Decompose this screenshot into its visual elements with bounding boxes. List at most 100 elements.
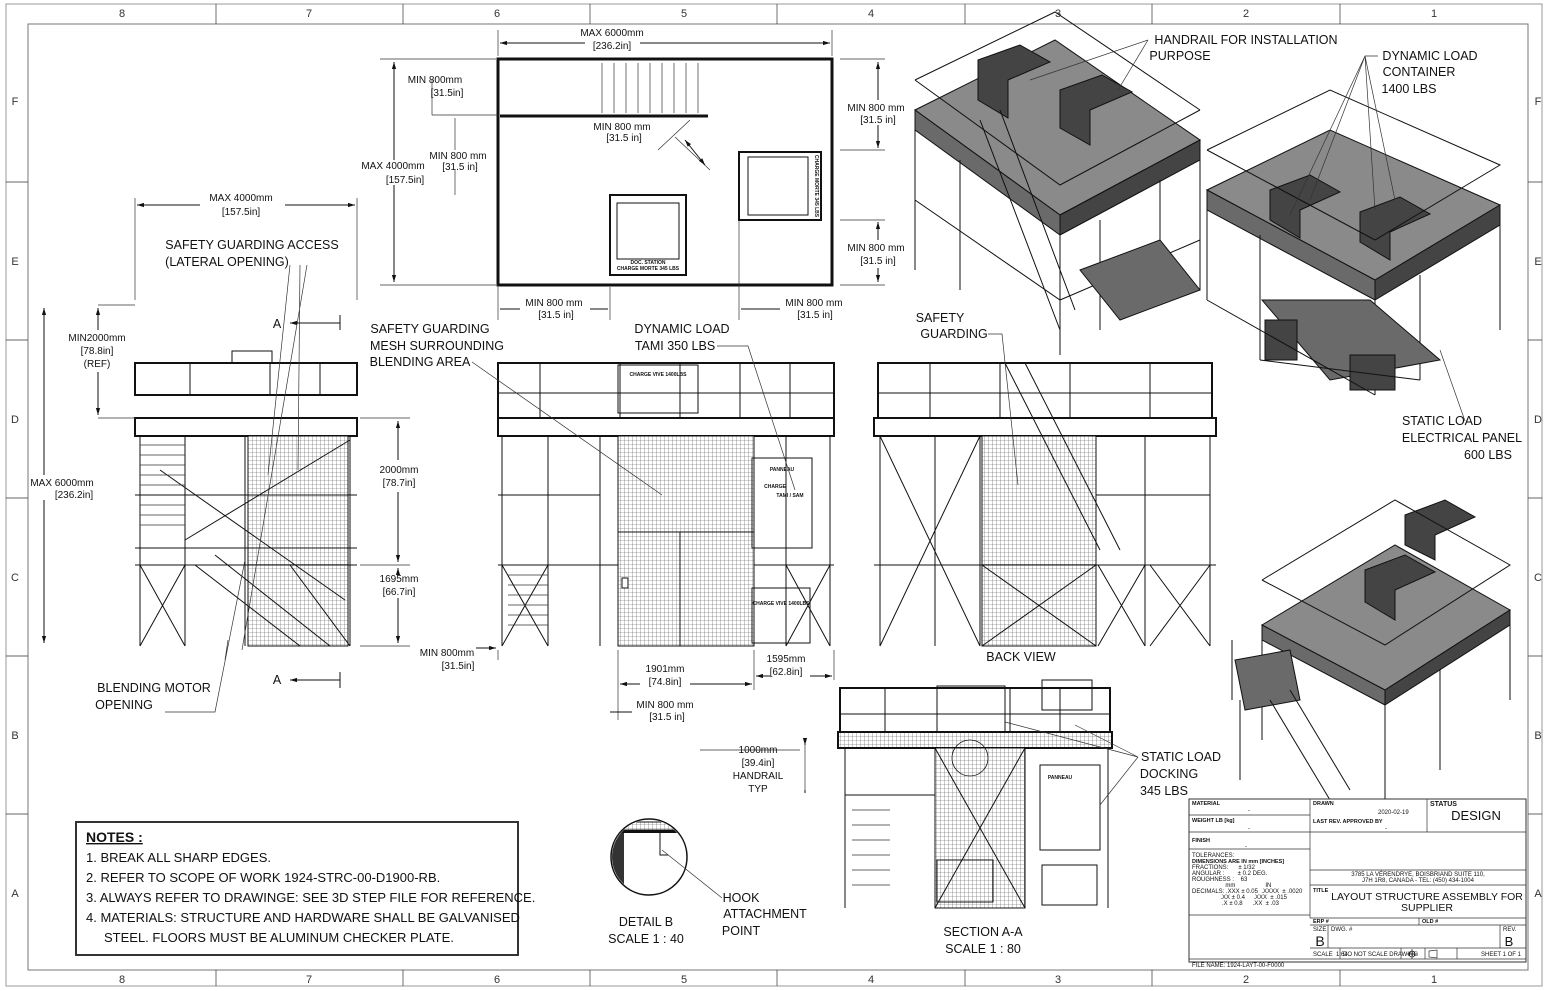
callout-text: PURPOSE bbox=[1149, 49, 1210, 63]
tolerance-line: .XX ± 0.4 .XXX ± .015 bbox=[1192, 895, 1288, 901]
platform-deck bbox=[134, 417, 358, 437]
stair-treads bbox=[601, 63, 699, 113]
row-label: D bbox=[1534, 414, 1542, 426]
dim-text: [157.5in] bbox=[386, 175, 425, 186]
tag-text: CHARGE VIVE 1400LBS bbox=[753, 601, 811, 607]
callout-text: CONTAINER bbox=[1383, 65, 1456, 79]
dim-text: [74.8in] bbox=[649, 677, 682, 688]
size-label: SIZE bbox=[1313, 927, 1326, 933]
dim-text: [31.5 in] bbox=[442, 162, 478, 173]
callout-text: SAFETY bbox=[916, 311, 965, 325]
dim-text: [31.5 in] bbox=[538, 310, 574, 321]
column-label: 6 bbox=[494, 974, 500, 986]
row-label: A bbox=[11, 888, 19, 900]
view-scale: SCALE 1 : 40 bbox=[608, 932, 684, 946]
section-marker: A bbox=[273, 317, 282, 331]
column-label: 5 bbox=[681, 974, 687, 986]
column-label: 3 bbox=[1055, 974, 1061, 986]
dim-text: TYP bbox=[748, 784, 768, 795]
iso-view-1 bbox=[914, 11, 1201, 355]
dock-station-right bbox=[738, 151, 822, 221]
column-label: 2 bbox=[1243, 974, 1249, 986]
callout-text: 600 LBS bbox=[1464, 448, 1512, 462]
dim-text: [236.2in] bbox=[593, 41, 632, 52]
view-title: BACK VIEW bbox=[986, 650, 1056, 664]
dim-text: MAX 6000mm bbox=[30, 478, 93, 489]
row-label: E bbox=[11, 256, 18, 268]
callout-text: BLENDING AREA bbox=[370, 355, 471, 369]
erp-label: ERP # bbox=[1313, 919, 1329, 925]
plan-view: DOC. STATION CHARGE MORTE 345 LBS CHARGE… bbox=[361, 28, 904, 321]
row-label: A bbox=[1534, 888, 1542, 900]
callout-text: TAMI 350 LBS bbox=[635, 339, 715, 353]
section-a-a: PANNEAU 1000mm [39.4in] HANDRAIL TYP STA… bbox=[700, 679, 1221, 956]
drawn-label: DRAWN bbox=[1313, 801, 1334, 807]
address-line: 3785 LA VÉRENDRYE, BOISBRIAND SUITE 110, bbox=[1351, 871, 1485, 878]
dim-text: MIN 800 mm bbox=[847, 243, 904, 254]
panel-text: TAMI / SAM bbox=[776, 493, 803, 499]
dock-label: CHARGE MORTE 345 LBS bbox=[813, 155, 819, 218]
detail-b-marker bbox=[951, 739, 989, 777]
row-label: E bbox=[1534, 256, 1541, 268]
dim-text: 1695mm bbox=[380, 574, 419, 585]
dock-label: CHARGE MORTE 345 LBS bbox=[617, 266, 680, 272]
row-label: C bbox=[11, 572, 19, 584]
dim-text: [31.5in] bbox=[442, 661, 475, 672]
panel-text: CHARGE bbox=[764, 484, 786, 490]
dim-text: [31.5in] bbox=[431, 88, 464, 99]
column-label: 6 bbox=[494, 8, 500, 20]
drawing-title: SUPPLIER bbox=[1401, 902, 1453, 914]
column-label: 4 bbox=[868, 8, 874, 20]
dim-text: 1000mm bbox=[739, 745, 778, 756]
material-label: MATERIAL bbox=[1192, 801, 1221, 807]
dim-text: MIN 800 mm bbox=[847, 103, 904, 114]
safety-mesh bbox=[981, 435, 1097, 647]
tolerances: TOLERANCES: DIMENSIONS ARE IN mm [INCHES… bbox=[1192, 853, 1303, 907]
callout-text: DOCKING bbox=[1140, 767, 1198, 781]
dim-text: [78.7in] bbox=[383, 478, 416, 489]
note-item: 3. ALWAYS REFER TO DRAWINGE: SEE 3D STEP… bbox=[86, 890, 535, 905]
tolerance-line: ANGULAR : ± 0.2 DEG. bbox=[1192, 871, 1268, 877]
side-view: A A MAX 4000mm [157.5in] SAFETY GUARDING… bbox=[30, 193, 419, 713]
front-view: CHARGE VIVE 1400LBS PANNEAU CHARGE TAMI … bbox=[370, 322, 834, 723]
view-title: DETAIL B bbox=[619, 915, 673, 929]
column-label: 5 bbox=[681, 8, 687, 20]
material-value: - bbox=[1248, 808, 1250, 814]
row-label: F bbox=[12, 96, 19, 108]
no-scale-text: DO NOT SCALE DRAWING bbox=[1343, 952, 1418, 958]
row-label: C bbox=[1534, 572, 1542, 584]
view-title: SECTION A-A bbox=[943, 925, 1023, 939]
finish-label: FINISH bbox=[1192, 838, 1210, 844]
tag-text: CHARGE VIVE 1400LBS bbox=[630, 372, 688, 378]
scale-text: SCALE 1:64 bbox=[1313, 952, 1348, 958]
dim-text: 2000mm bbox=[380, 465, 419, 476]
dim-text: [236.2in] bbox=[55, 490, 94, 501]
weight-label: WEIGHT LB [kg] bbox=[1192, 818, 1235, 824]
notes-title: NOTES : bbox=[86, 829, 143, 845]
dim-text: [31.5 in] bbox=[649, 712, 685, 723]
notes-box: NOTES : 1. BREAK ALL SHARP EDGES. 2. REF… bbox=[75, 821, 535, 956]
column-labels-bottom: 8 7 6 5 4 3 2 1 bbox=[119, 974, 1437, 986]
dim-text: MIN 800 mm bbox=[785, 298, 842, 309]
dim-text: MAX 6000mm bbox=[580, 28, 643, 39]
panel-text: PANNEAU bbox=[770, 467, 795, 473]
tolerance-line: ROUGHNESS : 63 bbox=[1192, 877, 1248, 883]
dim-text: MAX 4000mm bbox=[361, 161, 424, 172]
dim-text: [31.5 in] bbox=[606, 133, 642, 144]
callout-text: ELECTRICAL PANEL bbox=[1402, 431, 1522, 445]
note-item: 4. MATERIALS: STRUCTURE AND HARDWARE SHA… bbox=[86, 910, 520, 925]
callout-text: DYNAMIC LOAD bbox=[1382, 49, 1477, 63]
tolerance-line: DECIMALS: .XXX ± 0.05 .XXXX ± .0020 bbox=[1192, 889, 1303, 895]
status-value: DESIGN bbox=[1451, 808, 1501, 823]
tolerance-line: TOLERANCES: bbox=[1192, 853, 1235, 859]
callout-text: (LATERAL OPENING) bbox=[165, 255, 289, 269]
dim-text: MIN 800 mm bbox=[636, 700, 693, 711]
detail-b: HOOK ATTACHMENT POINT DETAIL B SCALE 1 :… bbox=[608, 818, 807, 946]
file-name: FILE NAME: 1924-LAYT-00-F0000 bbox=[1192, 963, 1285, 969]
row-labels-left: F E D C B A bbox=[11, 96, 19, 900]
column-label: 1 bbox=[1431, 8, 1437, 20]
handrail bbox=[134, 362, 358, 396]
dim-text: [62.8in] bbox=[770, 667, 803, 678]
callout-text: DYNAMIC LOAD bbox=[634, 322, 729, 336]
